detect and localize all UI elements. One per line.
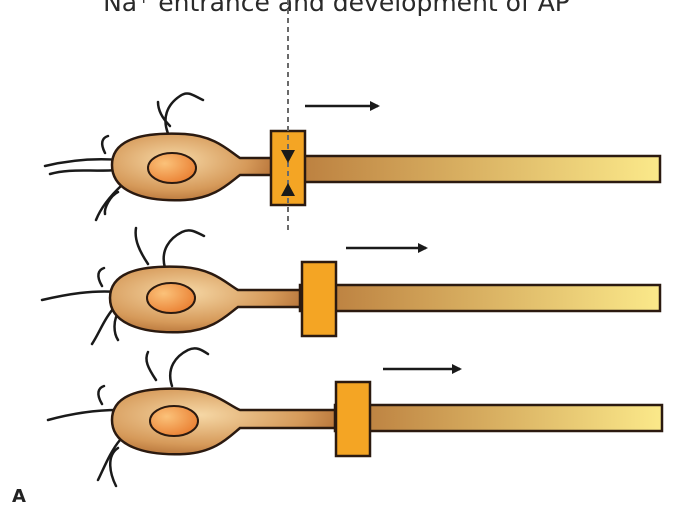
soma: [112, 389, 340, 455]
neuron-1: [45, 0, 660, 230]
axon: [300, 285, 660, 311]
nucleus: [150, 406, 198, 436]
action-potential-block: [302, 262, 336, 336]
soma: [110, 267, 305, 333]
neuron-3: [48, 348, 662, 486]
nucleus: [147, 283, 195, 313]
action-potential-block: [336, 382, 370, 456]
axon: [272, 156, 660, 182]
axon: [335, 405, 662, 431]
panel-label: A: [12, 486, 26, 507]
nucleus: [148, 153, 196, 183]
neuron-2: [42, 228, 660, 344]
